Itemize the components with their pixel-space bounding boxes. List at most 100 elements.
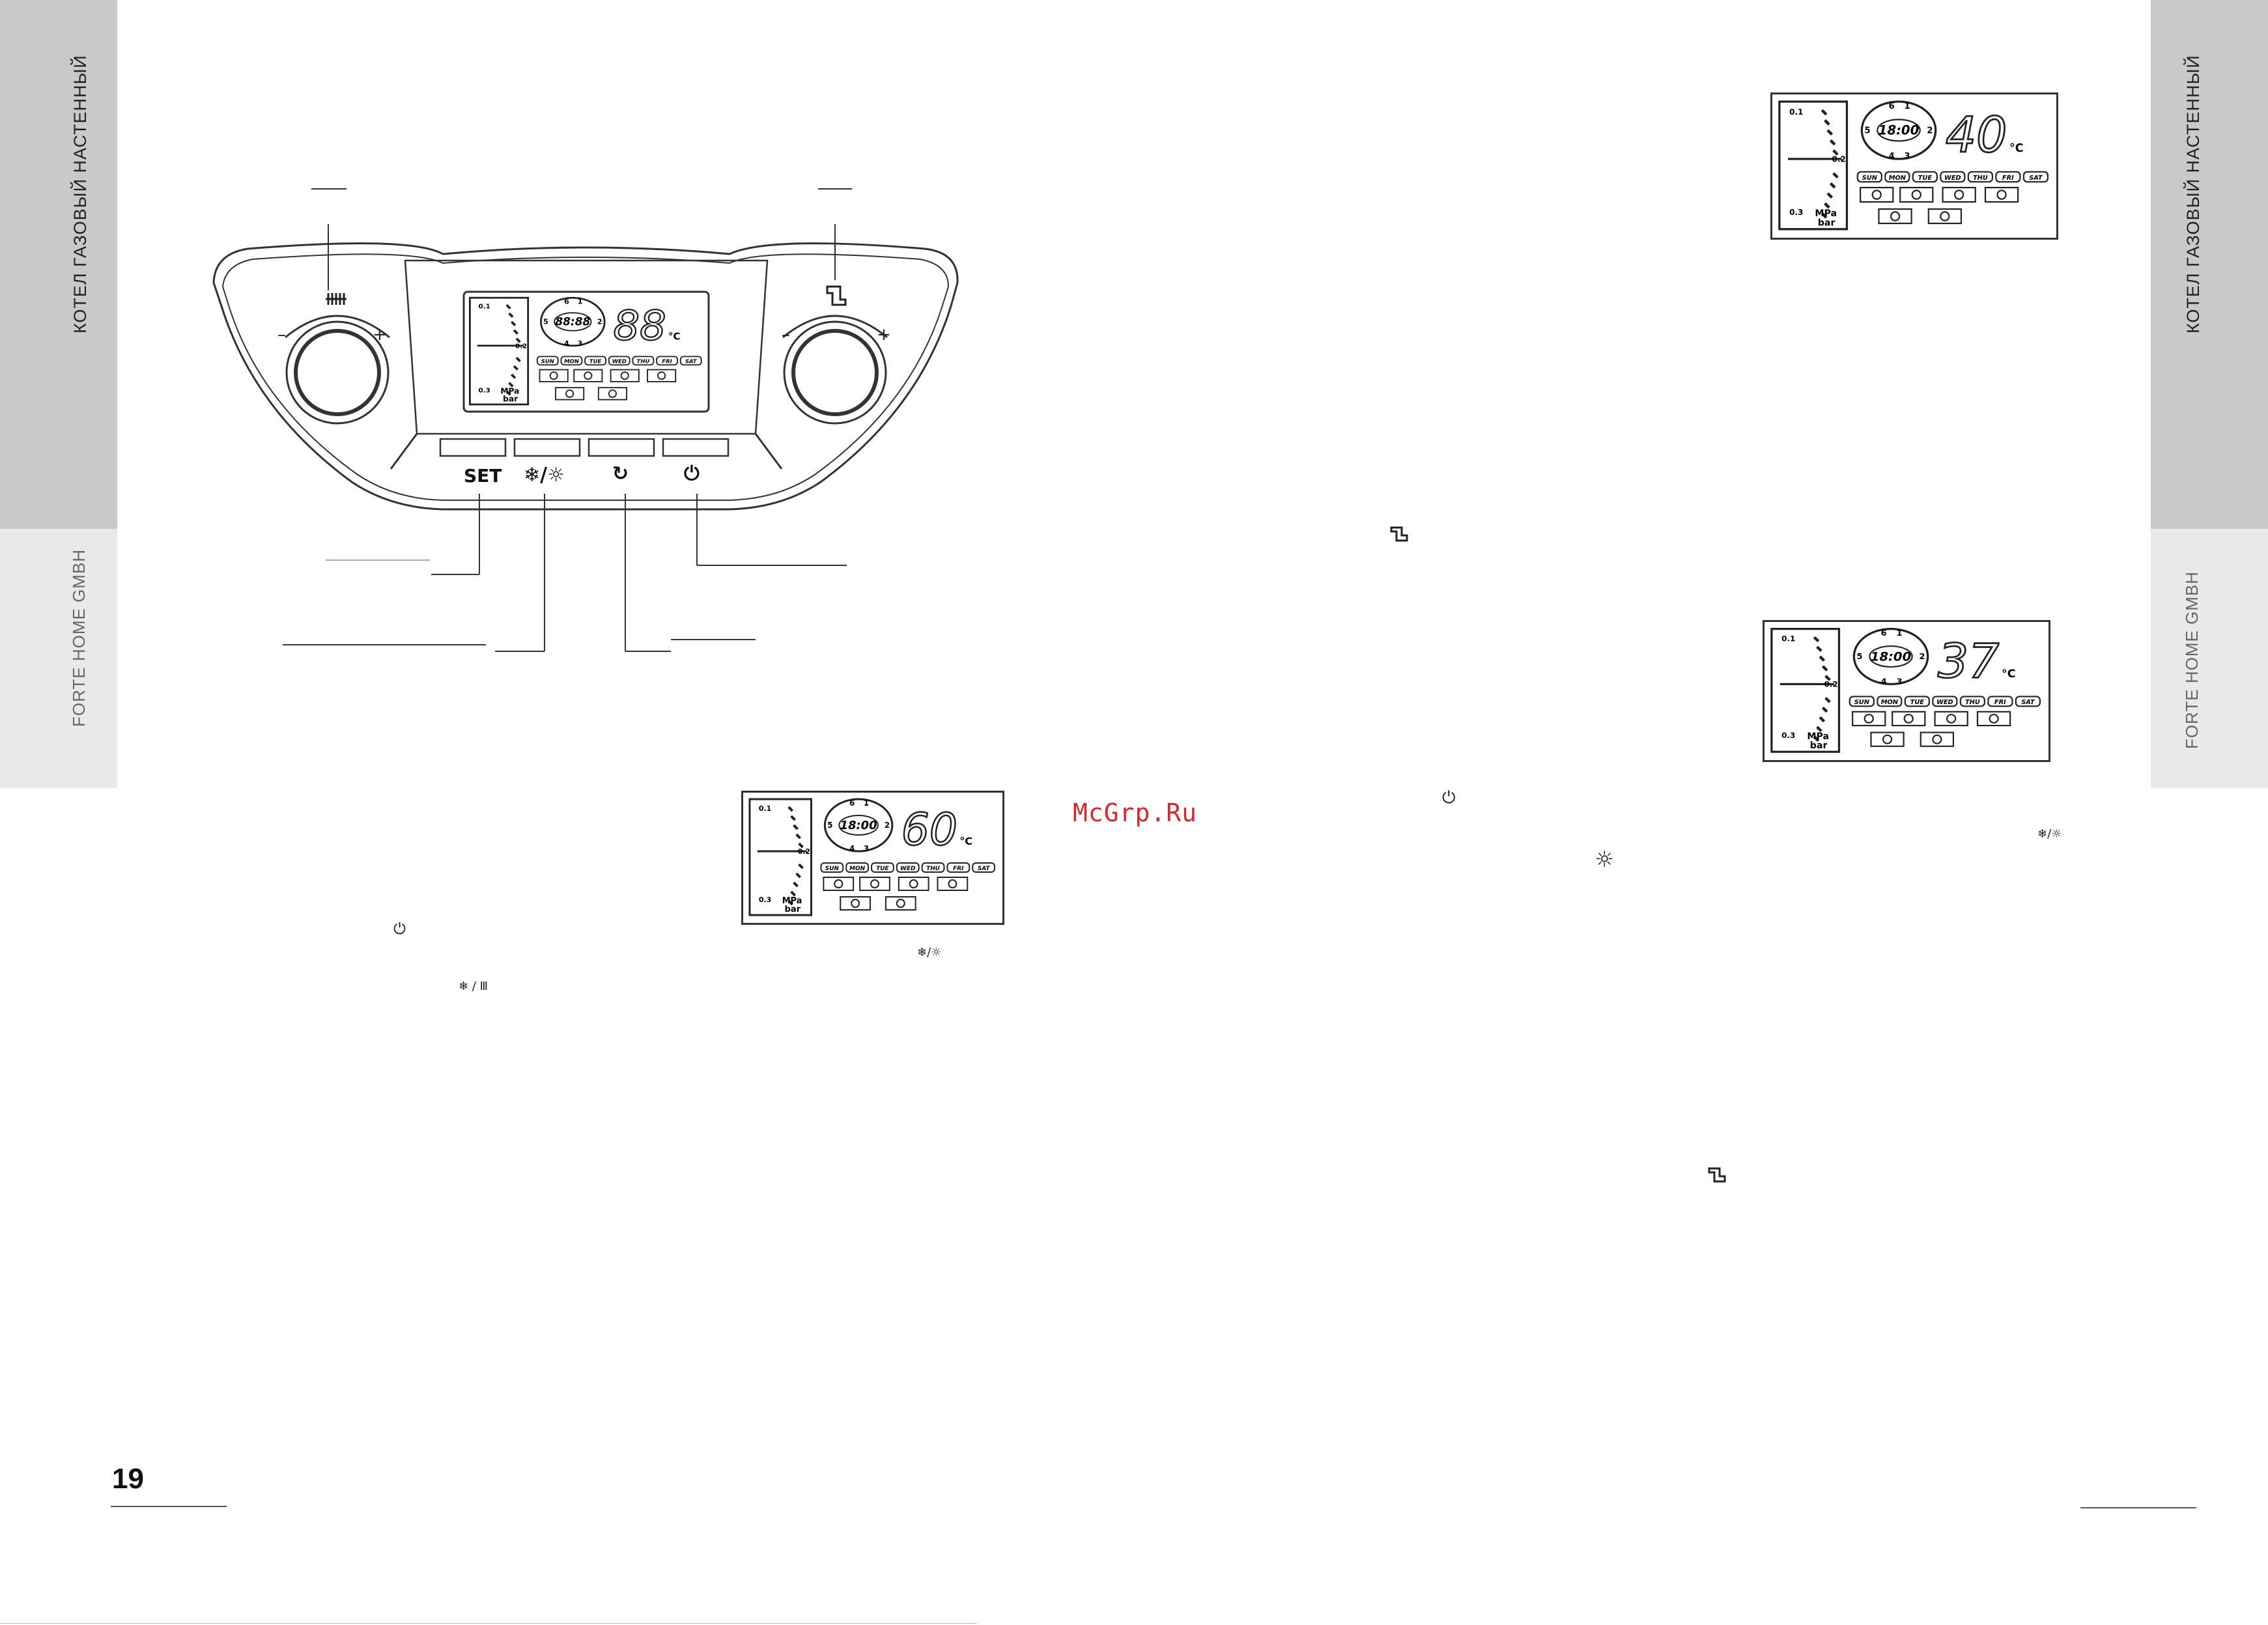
status-icon-box: [1860, 186, 1894, 203]
status-icon: [1946, 713, 1957, 724]
gauge-tick: [1821, 706, 1828, 713]
day-badge: [1967, 171, 1993, 183]
sidebar-brand-left: FORTE HOME GMBH: [69, 548, 89, 727]
status-icon-box: [555, 387, 585, 401]
status-icon: [834, 879, 843, 888]
mode-button-label[interactable]: ❄/☼: [524, 464, 565, 487]
set-button-label[interactable]: SET: [464, 465, 502, 487]
tap-inline-icon: [1389, 524, 1411, 546]
clock-readout: 18:00: [840, 819, 877, 832]
mode-heat-icon: ❄ / Ⅲ: [459, 980, 488, 993]
ring-digit: 3: [1905, 152, 1910, 162]
day-label: TUE: [1910, 699, 1925, 706]
ring-digit: 5: [1865, 126, 1871, 135]
gauge-unit2: bar: [785, 905, 801, 914]
day-label: SUN: [1862, 175, 1878, 182]
day-badge: [679, 356, 702, 366]
status-icon-box: [1892, 711, 1926, 727]
clock-ring: [540, 296, 606, 347]
gauge-tick: [1824, 202, 1830, 209]
ring-digit: 5: [543, 318, 548, 326]
gauge-tick: [1819, 716, 1826, 723]
day-badge: [2022, 171, 2049, 183]
gauge-tick: [1832, 172, 1839, 179]
status-icon: [1911, 190, 1921, 200]
ring-digit: 4: [564, 339, 569, 348]
gauge-unit: MPa: [782, 896, 802, 906]
gauge-tick: [1826, 192, 1834, 199]
status-icon: [1989, 713, 1999, 724]
status-icon: [565, 389, 574, 398]
day-label: FRI: [2002, 175, 2014, 182]
status-icon-box: [1984, 186, 2019, 203]
gauge-tick: [508, 312, 514, 318]
clock-inner: [1869, 645, 1913, 668]
status-icon-box: [885, 896, 916, 911]
status-icon: [620, 371, 629, 380]
status-icon: [1890, 211, 1901, 221]
knob-plus-right: +: [877, 325, 891, 345]
status-icon: [608, 389, 617, 398]
gauge-tick: [1832, 149, 1839, 156]
day-badge: [1849, 696, 1875, 707]
status-icon-box: [937, 877, 969, 891]
clock-inner: [838, 815, 879, 836]
status-icon: [657, 371, 666, 380]
day-badge: [896, 862, 920, 873]
gauge-tick: [1824, 697, 1831, 703]
power-button: [662, 438, 730, 457]
gauge-tick: [515, 356, 521, 363]
gauge-scale-top: 0.1: [479, 304, 490, 311]
ring-digit: 2: [885, 821, 890, 830]
gauge-tick: [505, 390, 511, 396]
status-icon-box: [859, 877, 890, 891]
right-sidebar-top: [2151, 0, 2268, 529]
day-label: FRI: [1994, 699, 2006, 706]
reset-button-label[interactable]: ↻: [612, 462, 629, 485]
day-badge: [820, 862, 844, 873]
status-icon: [1903, 713, 1914, 724]
gauge-scale-top: 0.1: [1781, 634, 1795, 643]
right-knob: [782, 315, 888, 425]
knob-minus-right: –: [782, 325, 790, 345]
status-icon: [948, 879, 957, 888]
gauge-tick: [1821, 212, 1828, 219]
status-icon: [1882, 734, 1893, 744]
day-badge: [921, 862, 945, 873]
day-badge: [845, 862, 870, 873]
day-badge: [871, 862, 894, 873]
sidebar-title-right: КОТЕЛ ГАЗОВЫЙ НАСТЕННЫЙ: [2183, 55, 2203, 333]
temperature-readout: 40: [1946, 107, 2007, 163]
power-button-label[interactable]: ⏻: [684, 462, 700, 485]
ring-digit: 3: [1897, 677, 1903, 687]
mode-button: [513, 438, 581, 457]
sidebar-title-left: КОТЕЛ ГАЗОВЫЙ НАСТЕННЫЙ: [70, 55, 90, 333]
day-label: MON: [564, 358, 579, 365]
gauge-scale-bot: 0.3: [1781, 731, 1795, 740]
pressure-gauge: [748, 798, 812, 916]
day-label: THU: [1973, 175, 1988, 182]
day-label: TUE: [589, 358, 602, 365]
panel-buttons: [439, 438, 730, 457]
gauge-tick: [1829, 182, 1836, 189]
day-badge: [560, 356, 583, 366]
mode-icon-right: ❄/☼: [2037, 827, 2062, 841]
status-icon: [549, 371, 558, 380]
temperature-readout: 60: [901, 804, 957, 855]
gauge-scale-bot: 0.3: [759, 896, 771, 904]
status-icon: [1940, 211, 1950, 221]
gauge-scale-top: 0.1: [1789, 107, 1803, 117]
gauge-scale-mid: 0.2: [515, 343, 527, 350]
gauge-tick: [793, 881, 799, 888]
gauge-unit2: bar: [503, 394, 518, 403]
day-label: MON: [1889, 175, 1907, 182]
status-icon-box: [610, 369, 640, 382]
gauge-tick: [505, 304, 511, 310]
clock-ring: [823, 798, 894, 853]
